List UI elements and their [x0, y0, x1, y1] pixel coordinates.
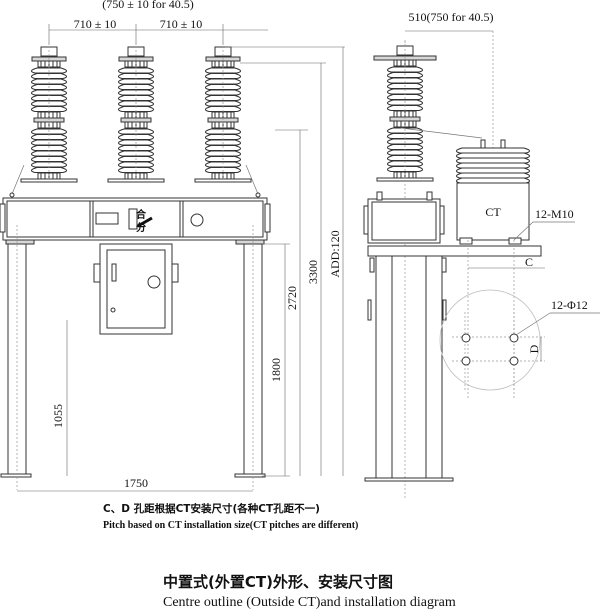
- open-label: 分: [136, 221, 146, 234]
- phase-pitch-right-label: 710 ± 10: [160, 17, 203, 31]
- ct-shed: [456, 172, 530, 179]
- caption-title-cn: 中置式(外置CT)外形、安装尺寸图: [163, 573, 393, 591]
- caption-title-en: Centre outline (Outside CT)and installat…: [163, 595, 456, 610]
- insulator-columns: [20, 42, 252, 183]
- ct-offset-label: 510(750 for 40.5): [409, 10, 494, 24]
- mid-height-dim-label: 2720: [285, 286, 299, 310]
- spring-indicator: [190, 213, 204, 227]
- ct-mounting-plate: [367, 245, 542, 257]
- top-pitch-alt-label: (750 ± 10 for 40.5): [102, 0, 194, 11]
- close-label: 合: [135, 208, 147, 221]
- d-dim-label: D: [527, 344, 541, 353]
- frame-height-dim-label: 1800: [269, 358, 283, 382]
- insulator-side: [373, 41, 437, 182]
- ct-shed: [456, 152, 530, 159]
- side-insulator-column: [373, 41, 437, 182]
- ct-label: CT: [485, 205, 501, 219]
- ct-shed: [456, 162, 530, 169]
- hole-label: 12-Φ12: [551, 298, 588, 312]
- width-dim-label: 1750: [124, 476, 148, 490]
- bolt-label: 12-M10: [535, 207, 574, 221]
- pitch-note-en: Pitch based on CT installation size(CT p…: [103, 520, 358, 531]
- hole-pattern-detail: D 12-Φ12: [439, 289, 600, 391]
- add-dim-label: ADD:120: [328, 230, 342, 277]
- c-dim-label: C: [525, 255, 533, 269]
- manual-switch-icon[interactable]: 合 分: [128, 208, 153, 234]
- pitch-note-cn: C、D 孔距根据CT安装尺寸(各种CT孔距不一): [103, 502, 320, 515]
- counter-window: [95, 212, 119, 225]
- ct-shed: [456, 157, 530, 164]
- current-transformer: CT: [400, 127, 530, 245]
- ct-shed: [456, 167, 530, 174]
- ct-shed: [456, 147, 530, 154]
- control-cabinet: [93, 243, 179, 335]
- side-view: 510(750 for 40.5) CT C: [363, 10, 600, 500]
- total-height-dim-label: 3300: [306, 260, 320, 284]
- insulator-phase-a: [20, 42, 78, 183]
- insulator-phase-b: [107, 42, 165, 183]
- front-view: (750 ± 10 for 40.5) 710 ± 10 710 ± 10 合 …: [0, 0, 345, 492]
- insulator-phase-c: [194, 42, 252, 183]
- phase-pitch-left-label: 710 ± 10: [74, 17, 117, 31]
- ct-shed: [456, 177, 530, 184]
- leg-height-dim-label: 1055: [51, 404, 65, 428]
